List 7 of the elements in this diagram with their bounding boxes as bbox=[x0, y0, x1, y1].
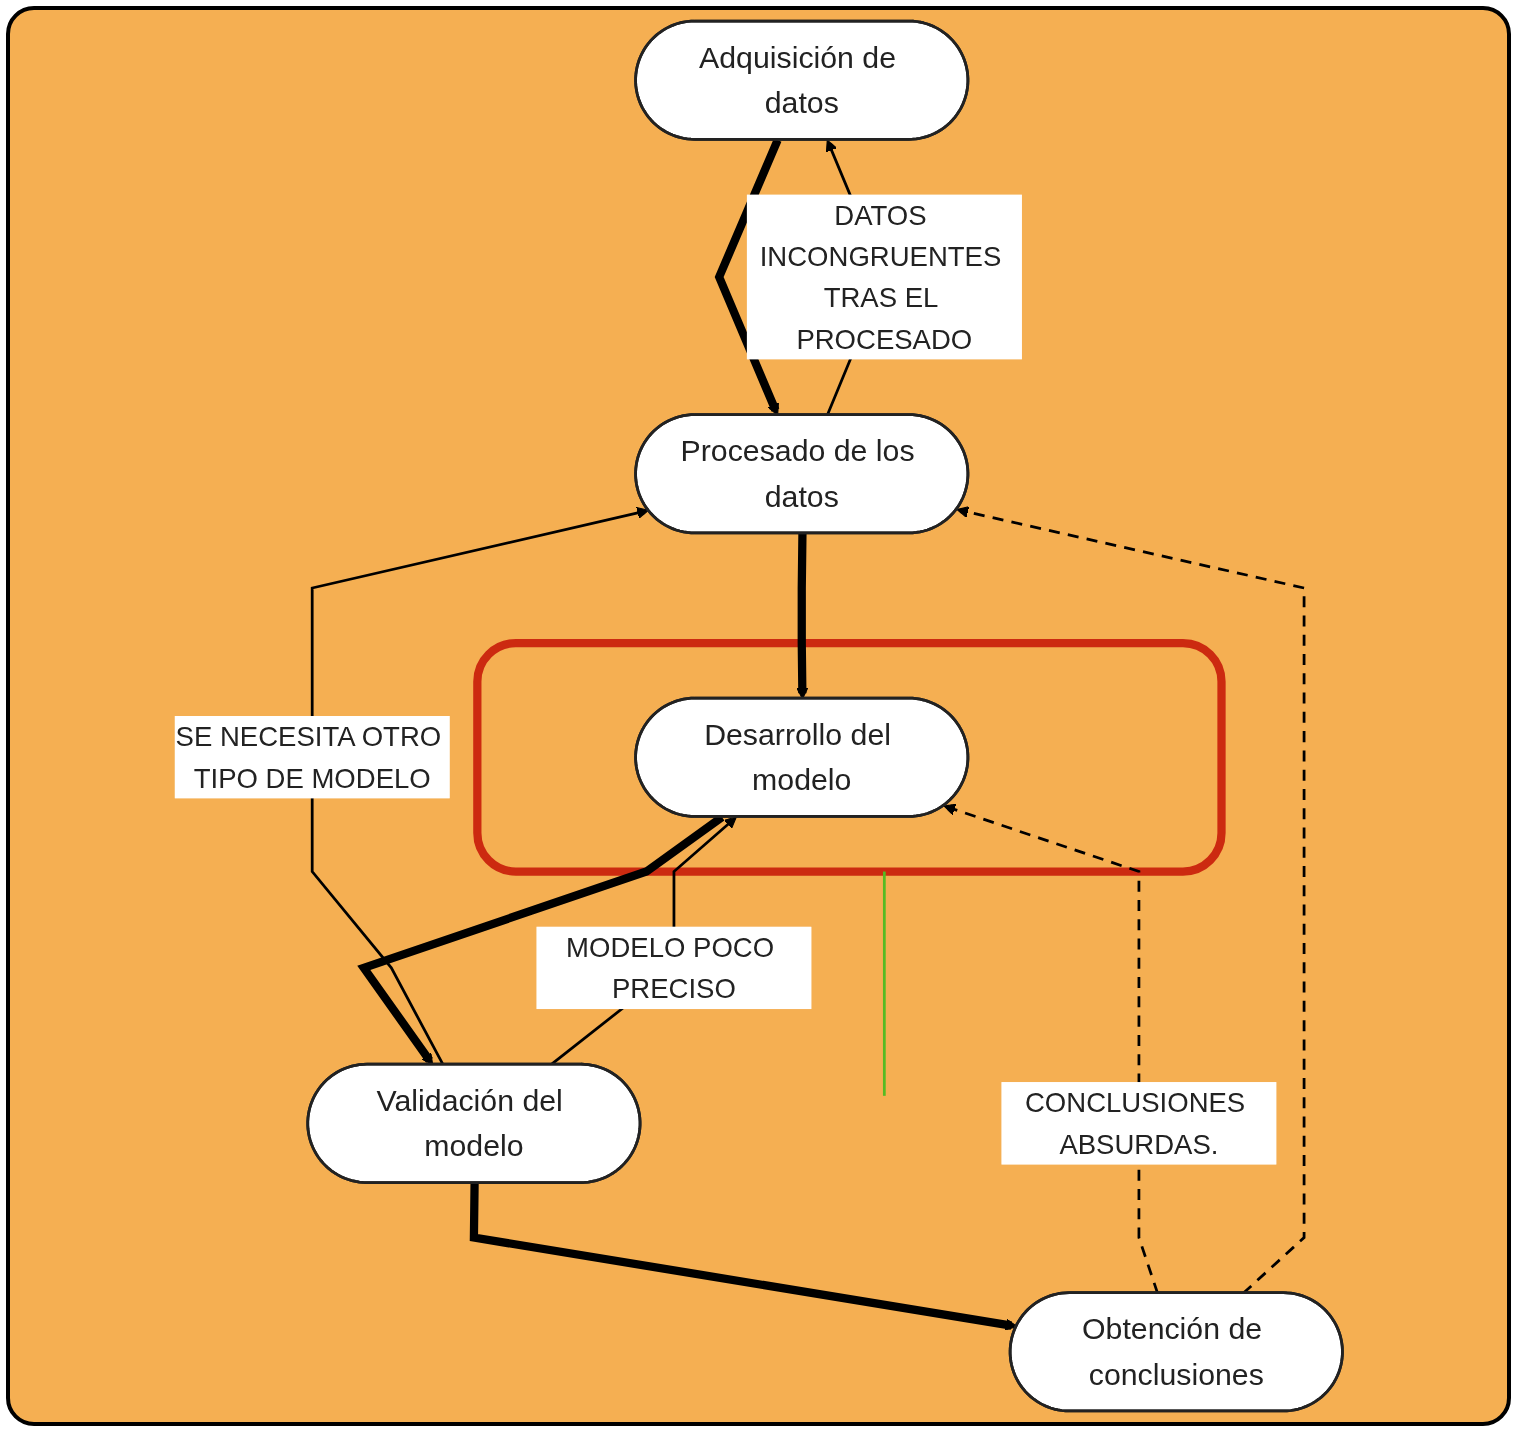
edge-label: SE NECESITA OTRO TIPO DE MODELO bbox=[175, 721, 442, 794]
connector bbox=[882, 871, 886, 1096]
cluster bbox=[473, 638, 1226, 876]
edge-label: DATOS INCONGRUENTES TRAS EL PROCESADO bbox=[759, 199, 1002, 355]
edge-label: CONCLUSIONES ABSURDAS. bbox=[1024, 1087, 1246, 1160]
arrow bbox=[469, 1183, 1018, 1331]
edge-label: MODELO POCO PRECISO bbox=[566, 932, 775, 1004]
